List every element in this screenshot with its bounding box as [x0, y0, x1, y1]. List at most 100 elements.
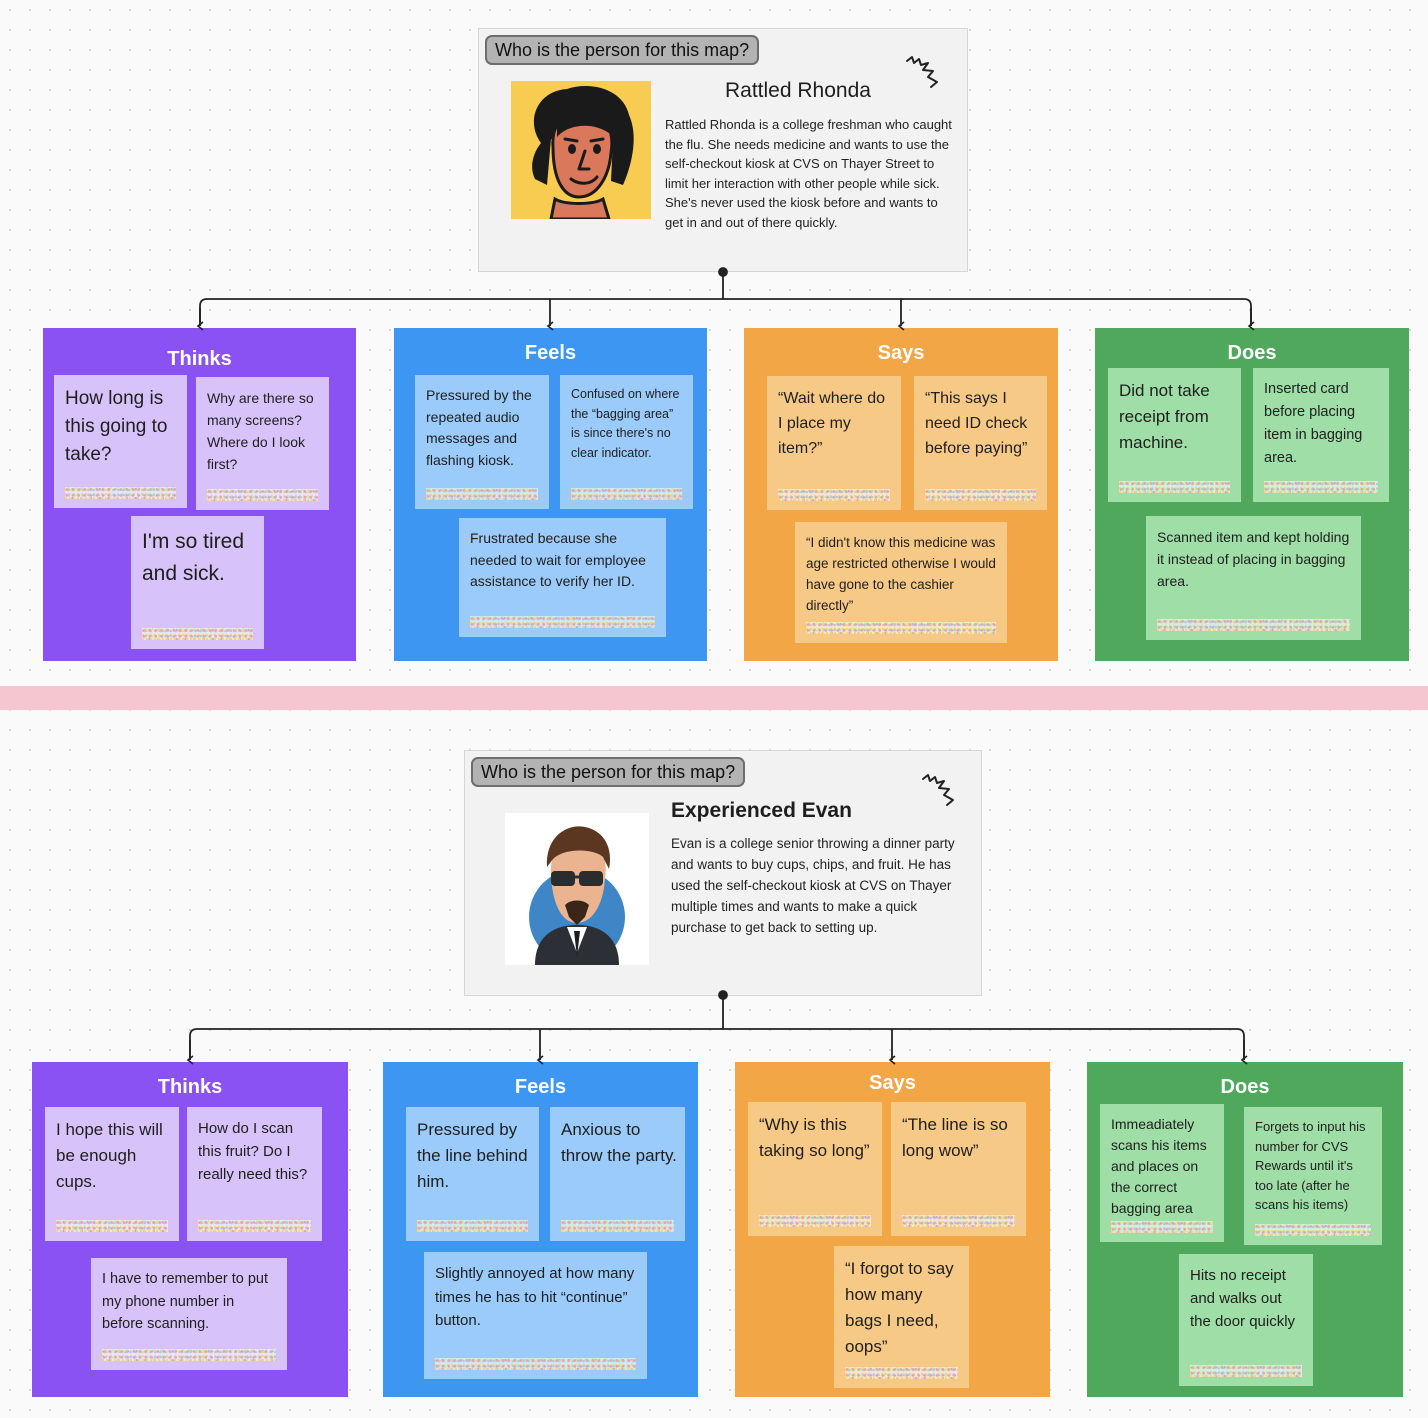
- sticky-note: Anxious to throw the party.: [550, 1107, 685, 1241]
- author-tag: [561, 1220, 674, 1232]
- column-title: Says: [877, 342, 925, 364]
- author-tag: [925, 489, 1036, 501]
- author-tag: [65, 487, 176, 499]
- sticky-note: How do I scan this fruit? Do I really ne…: [187, 1107, 322, 1241]
- column-title: Does: [1227, 342, 1277, 364]
- note-text: Did not take receipt from machine.: [1119, 381, 1210, 452]
- note-text: How do I scan this fruit? Do I really ne…: [198, 1120, 308, 1183]
- sticky-note: “This says I need ID check before paying…: [914, 376, 1047, 510]
- note-text: Frustrated because she needed to wait fo…: [470, 530, 646, 589]
- persona-name: Rattled Rhonda: [725, 79, 871, 102]
- sticky-note: Pressured by the line behind him.: [406, 1107, 539, 1241]
- note-text: Forgets to input his number for CVS Rewa…: [1255, 1119, 1366, 1212]
- squiggle-icon: [906, 56, 938, 88]
- author-tag: [435, 1358, 636, 1370]
- avatar: [511, 81, 651, 219]
- does-column: Does Did not take receipt from machine. …: [1095, 328, 1409, 661]
- persona-question: Who is the person for this map?: [471, 757, 746, 787]
- author-tag: [1119, 481, 1230, 493]
- squiggle-icon: [922, 774, 954, 806]
- does-column: Does Immeadiately scans his items and pl…: [1087, 1062, 1403, 1397]
- author-tag: [470, 616, 655, 628]
- note-text: “Why is this taking so long”: [759, 1115, 870, 1160]
- sticky-note: Forgets to input his number for CVS Rewa…: [1244, 1107, 1382, 1245]
- sticky-note: Why are there so many screens? Where do …: [196, 377, 329, 510]
- feels-column: Feels Pressured by the repeated audio me…: [394, 328, 707, 661]
- note-text: Pressured by the line behind him.: [417, 1120, 528, 1191]
- note-text: Slightly annoyed at how many times he ha…: [435, 1265, 635, 1329]
- column-title: Says: [869, 1072, 916, 1094]
- note-text: “I forgot to say how many bags I need, o…: [845, 1259, 954, 1356]
- author-tag: [571, 488, 682, 500]
- says-column: Says “Wait where do I place my item?” “T…: [744, 328, 1058, 661]
- sticky-note: Hits no receipt and walks out the door q…: [1179, 1254, 1313, 1386]
- note-text: Inserted card before placing item in bag…: [1264, 381, 1363, 466]
- note-text: Confused on where the “bagging area” is …: [571, 387, 680, 460]
- note-text: How long is this going to take?: [65, 388, 168, 465]
- connector-bus: [189, 1028, 1245, 1060]
- author-tag: [1255, 1224, 1371, 1236]
- sticky-note: “I didn't know this medicine was age res…: [795, 522, 1007, 643]
- persona-question: Who is the person for this map?: [485, 35, 760, 65]
- sticky-note: “I forgot to say how many bags I need, o…: [834, 1246, 969, 1388]
- sticky-note: Did not take receipt from machine.: [1108, 368, 1241, 502]
- sticky-note: Confused on where the “bagging area” is …: [560, 375, 693, 509]
- author-tag: [142, 628, 253, 640]
- author-tag: [1157, 619, 1350, 631]
- connector-bus: [199, 298, 1252, 326]
- author-tag: [1111, 1221, 1213, 1233]
- note-text: Hits no receipt and walks out the door q…: [1190, 1267, 1296, 1330]
- persona-name: Experienced Evan: [671, 799, 852, 822]
- author-tag: [56, 1220, 168, 1232]
- sticky-note: Scanned item and kept holding it instead…: [1146, 516, 1361, 640]
- note-text: “This says I need ID check before paying…: [925, 390, 1028, 457]
- note-text: I'm so tired and sick.: [142, 530, 245, 585]
- author-tag: [1264, 481, 1378, 493]
- author-tag: [806, 622, 996, 634]
- author-tag: [102, 1349, 276, 1361]
- note-text: Immeadiately scans his items and places …: [1111, 1116, 1207, 1216]
- sticky-note: Immeadiately scans his items and places …: [1100, 1104, 1224, 1242]
- column-title: Feels: [524, 342, 577, 364]
- section-divider: [0, 686, 1428, 710]
- note-text: I have to remember to put my phone numbe…: [102, 1271, 269, 1332]
- note-text: “The line is so long wow”: [902, 1115, 1008, 1160]
- sticky-note: Inserted card before placing item in bag…: [1253, 368, 1389, 502]
- persona-card-rhonda: Who is the person for this map? Rattled …: [478, 28, 968, 272]
- sticky-note: I'm so tired and sick.: [131, 516, 264, 649]
- author-tag: [198, 1220, 311, 1232]
- sticky-note: I have to remember to put my phone numbe…: [91, 1258, 287, 1370]
- author-tag: [778, 489, 890, 501]
- sticky-note: “Why is this taking so long”: [748, 1102, 882, 1236]
- sticky-note: How long is this going to take?: [54, 375, 187, 508]
- author-tag: [417, 1220, 528, 1232]
- column-title: Thinks: [157, 1076, 223, 1098]
- persona-description: Rattled Rhonda is a college freshman who…: [665, 117, 952, 230]
- persona-card-evan: Who is the person for this map? Experien…: [464, 750, 982, 996]
- note-text: I hope this will be enough cups.: [56, 1120, 163, 1191]
- author-tag: [845, 1367, 958, 1379]
- sticky-note: “The line is so long wow”: [891, 1102, 1026, 1236]
- note-text: “Wait where do I place my item?”: [778, 390, 885, 457]
- note-text: Anxious to throw the party.: [561, 1120, 677, 1165]
- author-tag: [902, 1215, 1015, 1227]
- note-text: “I didn't know this medicine was age res…: [806, 535, 996, 613]
- avatar: [505, 813, 649, 965]
- column-title: Does: [1220, 1076, 1270, 1098]
- column-title: Feels: [514, 1076, 567, 1098]
- author-tag: [1190, 1365, 1302, 1377]
- feels-column: Feels Pressured by the line behind him. …: [383, 1062, 698, 1397]
- thinks-column: Thinks I hope this will be enough cups. …: [32, 1062, 348, 1397]
- author-tag: [426, 488, 538, 500]
- note-text: Scanned item and kept holding it instead…: [1157, 529, 1350, 589]
- sticky-note: “Wait where do I place my item?”: [767, 376, 901, 510]
- sticky-note: Frustrated because she needed to wait fo…: [459, 518, 666, 637]
- thinks-column: Thinks How long is this going to take? W…: [43, 328, 356, 661]
- note-text: Pressured by the repeated audio messages…: [426, 387, 532, 468]
- author-tag: [207, 489, 318, 501]
- author-tag: [759, 1215, 871, 1227]
- sticky-note: Slightly annoyed at how many times he ha…: [424, 1252, 647, 1379]
- persona-description: Evan is a college senior throwing a dinn…: [671, 836, 955, 935]
- says-column: Says “Why is this taking so long” “The l…: [735, 1062, 1050, 1397]
- sticky-note: I hope this will be enough cups.: [45, 1107, 179, 1241]
